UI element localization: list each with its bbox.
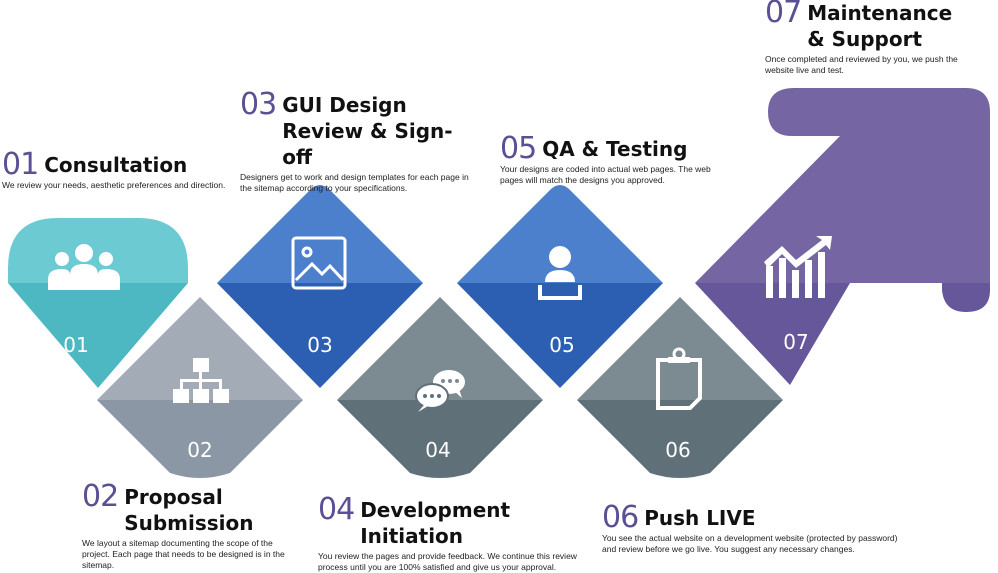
step-description: You see the actual website on a developm… bbox=[602, 533, 898, 554]
chat-icon bbox=[415, 370, 465, 412]
step-number: 02 bbox=[82, 479, 119, 514]
growth-chart-icon bbox=[764, 236, 832, 298]
step-number: 01 bbox=[2, 147, 39, 182]
user-laptop-icon bbox=[538, 246, 582, 300]
step-03-badge: 03 bbox=[307, 333, 333, 357]
step-number: 03 bbox=[240, 87, 277, 122]
image-icon bbox=[291, 236, 347, 290]
shape-step-01 bbox=[8, 218, 188, 388]
shape-step-03 bbox=[217, 185, 423, 388]
step-number: 07 bbox=[765, 0, 802, 30]
sitemap-icon bbox=[173, 358, 229, 403]
step-number: 06 bbox=[602, 500, 639, 535]
team-icon bbox=[48, 244, 120, 290]
shape-step-05 bbox=[457, 185, 663, 388]
step-title: Consultation bbox=[44, 153, 188, 177]
step-description: Once completed and reviewed by you, we p… bbox=[765, 54, 958, 75]
step-title: Development Initiation bbox=[360, 498, 511, 548]
step-description: You review the pages and provide feedbac… bbox=[318, 551, 577, 572]
step-05-badge: 05 bbox=[549, 333, 575, 357]
step-title: QA & Testing bbox=[542, 137, 688, 161]
step-02-badge: 02 bbox=[187, 438, 213, 462]
step-title: Proposal Submission bbox=[124, 485, 254, 535]
step-title: GUI Design Review & Sign-off bbox=[282, 93, 453, 169]
step-title: Push LIVE bbox=[644, 506, 756, 530]
step-description: We review your needs, aesthetic preferen… bbox=[2, 180, 226, 190]
shape-step-04 bbox=[337, 297, 543, 478]
step-04-badge: 04 bbox=[425, 438, 451, 462]
step-number: 04 bbox=[318, 492, 355, 527]
step-06-badge: 06 bbox=[665, 438, 691, 462]
clipboard-icon bbox=[656, 347, 702, 410]
step-description: Designers get to work and design templat… bbox=[240, 172, 469, 193]
shape-step-02 bbox=[97, 297, 303, 478]
step-07-badge: 07 bbox=[783, 330, 809, 354]
step-01-badge: 01 bbox=[63, 333, 89, 357]
step-description: We layout a sitemap documenting the scop… bbox=[82, 538, 285, 570]
step-number: 05 bbox=[500, 131, 537, 166]
shape-step-07-arrow bbox=[695, 88, 990, 385]
step-title: Maintenance & Support bbox=[807, 1, 953, 51]
step-description: Your designs are coded into actual web p… bbox=[500, 164, 711, 185]
